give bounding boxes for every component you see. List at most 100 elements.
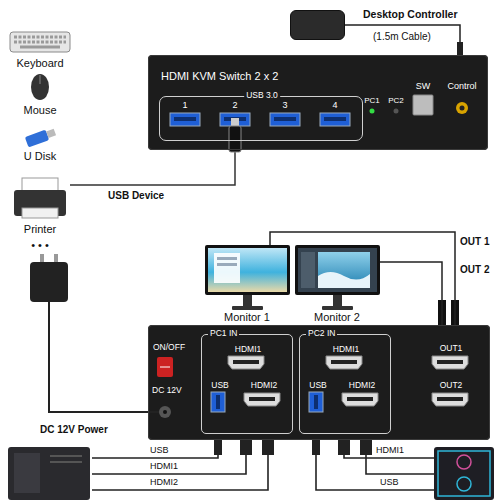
switch-button (413, 95, 433, 115)
usb-port (220, 113, 250, 126)
usb-port (170, 113, 200, 126)
hdmi-port (437, 360, 463, 364)
dc-jack (159, 406, 171, 418)
keyboard-icon (14, 41, 66, 44)
hdmi-port (326, 356, 362, 369)
hdmi-port (331, 360, 357, 364)
cable-label: HDMI2 (150, 477, 178, 487)
cable-label: USB Device (108, 190, 164, 202)
device-title: HDMI KVM Switch 2 x 2 (161, 70, 278, 83)
cable-connector (345, 25, 460, 55)
pc-tower (457, 455, 471, 469)
front-panel: USB 3.0 HDMI KVM Switch 2 x 2 (148, 55, 488, 150)
usb-plug (229, 118, 241, 152)
pc-tower (434, 447, 494, 500)
mouse-icon (40, 75, 41, 84)
monitor-illustration (298, 248, 377, 292)
keyboard-icon (14, 36, 66, 39)
pc-input-group: PC2 INHDMI1USBHDMI2 (299, 334, 391, 434)
mouse-icon (31, 74, 49, 100)
monitor-illustration (232, 306, 263, 310)
device-name: Mouse (23, 104, 56, 117)
usb-port (314, 395, 318, 409)
pc-tower (438, 451, 490, 496)
power-switch (160, 367, 170, 368)
port-label: OUT2 (440, 381, 463, 391)
hdmi-port (228, 356, 468, 406)
cable-label: HDMI1 (150, 461, 178, 471)
pc-cable (344, 455, 434, 458)
led-label: PC2 (388, 96, 404, 105)
cable-label: HDMI1 (376, 445, 404, 455)
hdmi-port (432, 356, 468, 369)
dc-jack (163, 410, 167, 414)
port-label: HDMI1 (235, 345, 261, 355)
rear-panel: PC1 INHDMI1USBHDMI2 PC2 IN HDMI1USB HDMI2 ON… (148, 325, 490, 440)
pc-cable (262, 440, 274, 455)
hdmi-port (233, 360, 259, 364)
port-label: USB (309, 381, 326, 391)
pc-cable (316, 455, 434, 490)
hdmi-port (244, 393, 280, 406)
usb-port (270, 113, 300, 126)
controller-title: Desktop Controller (363, 8, 458, 20)
monitor: Monitor 2 (295, 245, 380, 323)
usb-port (309, 392, 323, 412)
power-switch (157, 357, 173, 377)
port-number: 4 (332, 100, 337, 110)
keyboard-icon (10, 32, 70, 52)
usb-port (216, 395, 220, 409)
pc-tower (14, 453, 40, 493)
usb-port (211, 392, 225, 412)
cable-label: USB (150, 445, 169, 455)
port-label: ON/OFF (153, 343, 185, 353)
pc-cable (92, 455, 218, 458)
pc-tower (457, 477, 471, 491)
usb-device-cable (70, 150, 235, 185)
power-adapter (40, 254, 44, 263)
usb-port (174, 117, 196, 121)
pc-cable (240, 440, 252, 455)
monitor-illustration (205, 245, 380, 310)
output-label: OUT 2 (460, 264, 489, 276)
usb-port (320, 113, 350, 126)
port-number: 2 (232, 100, 237, 110)
hdmi-port (228, 356, 264, 369)
pc-cable (366, 455, 434, 474)
usb-disk-icon (25, 127, 57, 148)
usb-port (170, 113, 350, 126)
power-adapter (49, 302, 159, 412)
printer-icon (14, 178, 66, 218)
pc-tower (50, 461, 82, 463)
pc-input-group: PC1 INHDMI1USBHDMI2 (201, 334, 293, 434)
port-label: HDMI2 (349, 381, 375, 391)
group-heading: USB 3.0 (244, 91, 280, 101)
monitor-illustration (333, 295, 342, 306)
printer-icon (22, 178, 58, 192)
usb-port (324, 117, 346, 121)
pc-cable (92, 440, 434, 490)
front-panel-body (148, 55, 488, 150)
port-number: 3 (282, 100, 287, 110)
power-switch (157, 357, 173, 377)
pc-tower (50, 455, 82, 457)
monitor-illustration (318, 252, 370, 288)
usb-disk-icon (25, 130, 49, 148)
cable-connector (270, 232, 455, 325)
port-label: OUT1 (440, 344, 463, 354)
port-label: DC 12V (152, 386, 182, 396)
group-heading: PC2 IN (306, 329, 337, 339)
usb-port (274, 117, 296, 121)
control-jack (456, 102, 468, 114)
pc-cable (92, 455, 246, 474)
button-label: SW (416, 81, 431, 91)
monitor-illustration (318, 272, 370, 288)
hdmi-port (342, 393, 378, 406)
hdmi-port (249, 397, 275, 401)
monitor-name: Monitor 2 (314, 311, 360, 324)
usb-disk-icon (46, 129, 56, 138)
usb-port-group: USB 3.0 (159, 96, 363, 141)
pc-cable (360, 440, 372, 455)
mouse-icon (31, 74, 49, 100)
